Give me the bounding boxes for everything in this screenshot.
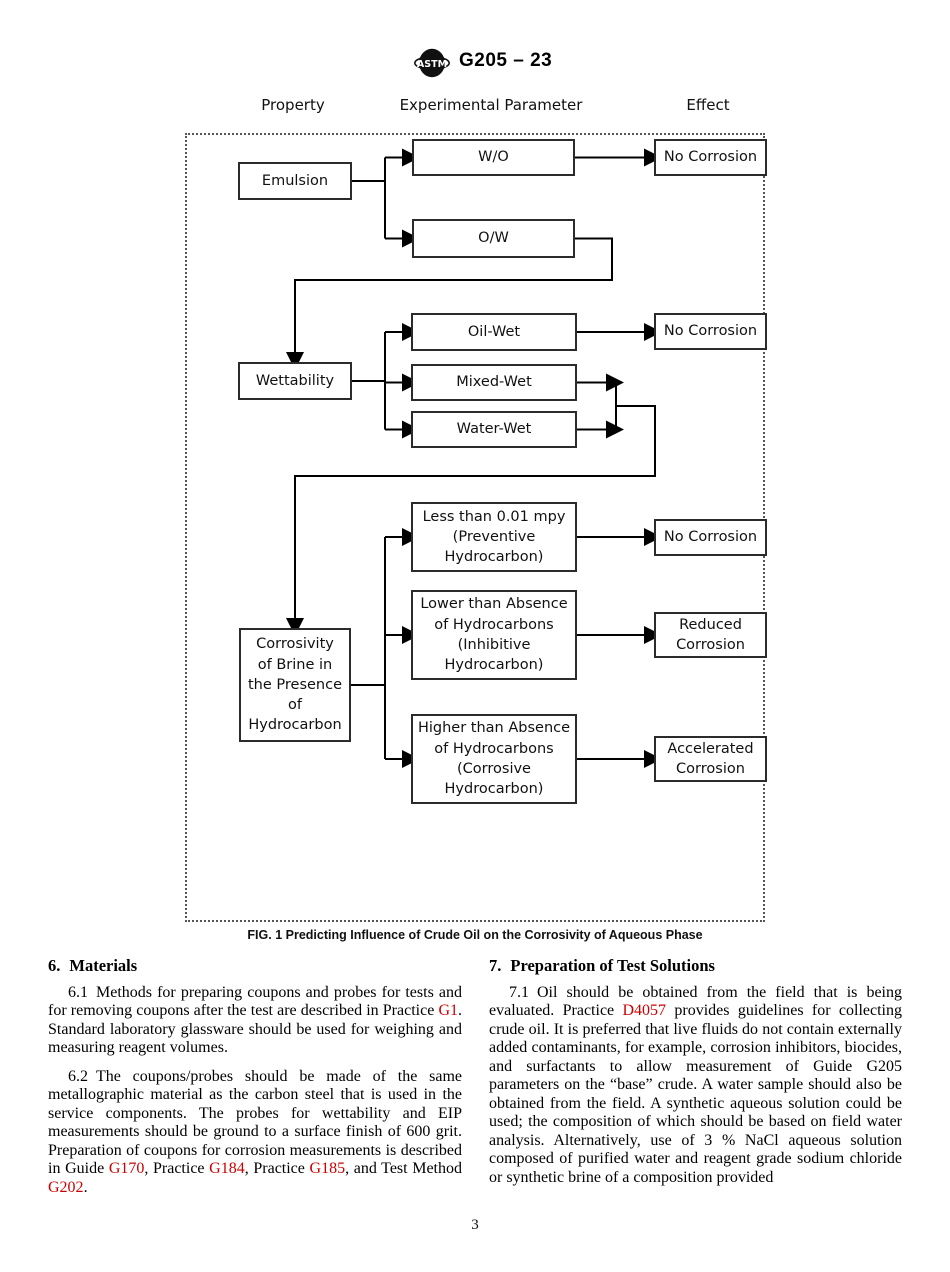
section-title: Preparation of Test Solutions: [510, 956, 715, 975]
section-heading-materials: 6. Materials: [48, 956, 462, 976]
node-emulsion: Emulsion: [238, 162, 352, 200]
column-header-effect: Effect: [686, 96, 730, 114]
column-header-experimental-parameter: Experimental Parameter: [399, 96, 583, 114]
node-oil-wet: Oil-Wet: [411, 313, 577, 351]
reference-link[interactable]: G170: [108, 1160, 145, 1177]
node-no-corrosion-2: No Corrosion: [654, 313, 767, 350]
paragraph-6-1: 6.1 Methods for preparing coupons and pr…: [48, 983, 462, 1057]
standard-designation: G205 – 23: [459, 50, 553, 71]
figure-caption: FIG. 1 Predicting Influence of Crude Oil…: [247, 928, 703, 942]
node-corrosivity-of-brine: Corrosivity of Brine in the Presence of …: [239, 628, 351, 742]
section-title: Materials: [69, 956, 138, 975]
node-oil-in-water: O/W: [412, 219, 575, 258]
left-text-column: 6. Materials 6.1 Methods for preparing co…: [48, 956, 463, 1207]
node-accelerated-corrosion: Accelerated Corrosion: [654, 736, 767, 782]
right-text-column: 7. Preparation of Test Solutions 7.1 Oil …: [489, 956, 903, 1197]
node-wettability: Wettability: [238, 362, 352, 400]
page-header: ASTM G205 – 23: [0, 44, 950, 84]
section-number: 7.: [489, 956, 502, 975]
node-reduced-corrosion: Reduced Corrosion: [654, 612, 767, 658]
column-header-property: Property: [261, 96, 325, 114]
reference-link[interactable]: G1: [438, 1002, 458, 1019]
node-no-corrosion-3: No Corrosion: [654, 519, 767, 556]
node-water-in-oil: W/O: [412, 139, 575, 176]
svg-text:ASTM: ASTM: [417, 59, 447, 70]
section-heading-test-solutions: 7. Preparation of Test Solutions: [489, 956, 902, 976]
node-mixed-wet: Mixed-Wet: [411, 364, 577, 401]
node-no-corrosion-1: No Corrosion: [654, 139, 767, 176]
reference-link[interactable]: D4057: [622, 1002, 667, 1019]
section-number: 6.: [48, 956, 61, 975]
node-higher-than-absence: Higher than Absence of Hydrocarbons (Cor…: [411, 714, 577, 804]
node-lower-than-absence: Lower than Absence of Hydrocarbons (Inhi…: [411, 590, 577, 680]
paragraph-6-2: 6.2 The coupons/probes should be made of…: [48, 1067, 463, 1196]
node-water-wet: Water-Wet: [411, 411, 577, 448]
reference-link[interactable]: G202: [48, 1178, 84, 1196]
reference-link[interactable]: G184: [209, 1160, 245, 1177]
page-number: 3: [471, 1217, 479, 1233]
node-less-than-001-mpy: Less than 0.01 mpy (Preventive Hydrocarb…: [411, 502, 577, 572]
figure-1-flowchart: Emulsion W/O No Corrosion O/W Oil-Wet No…: [185, 133, 767, 922]
astm-logo-icon: ASTM: [414, 48, 450, 78]
flow-connectors: [286, 148, 662, 768]
paragraph-7-1: 7.1 Oil should be obtained from the fiel…: [489, 983, 903, 1186]
reference-link[interactable]: G185: [309, 1160, 346, 1177]
